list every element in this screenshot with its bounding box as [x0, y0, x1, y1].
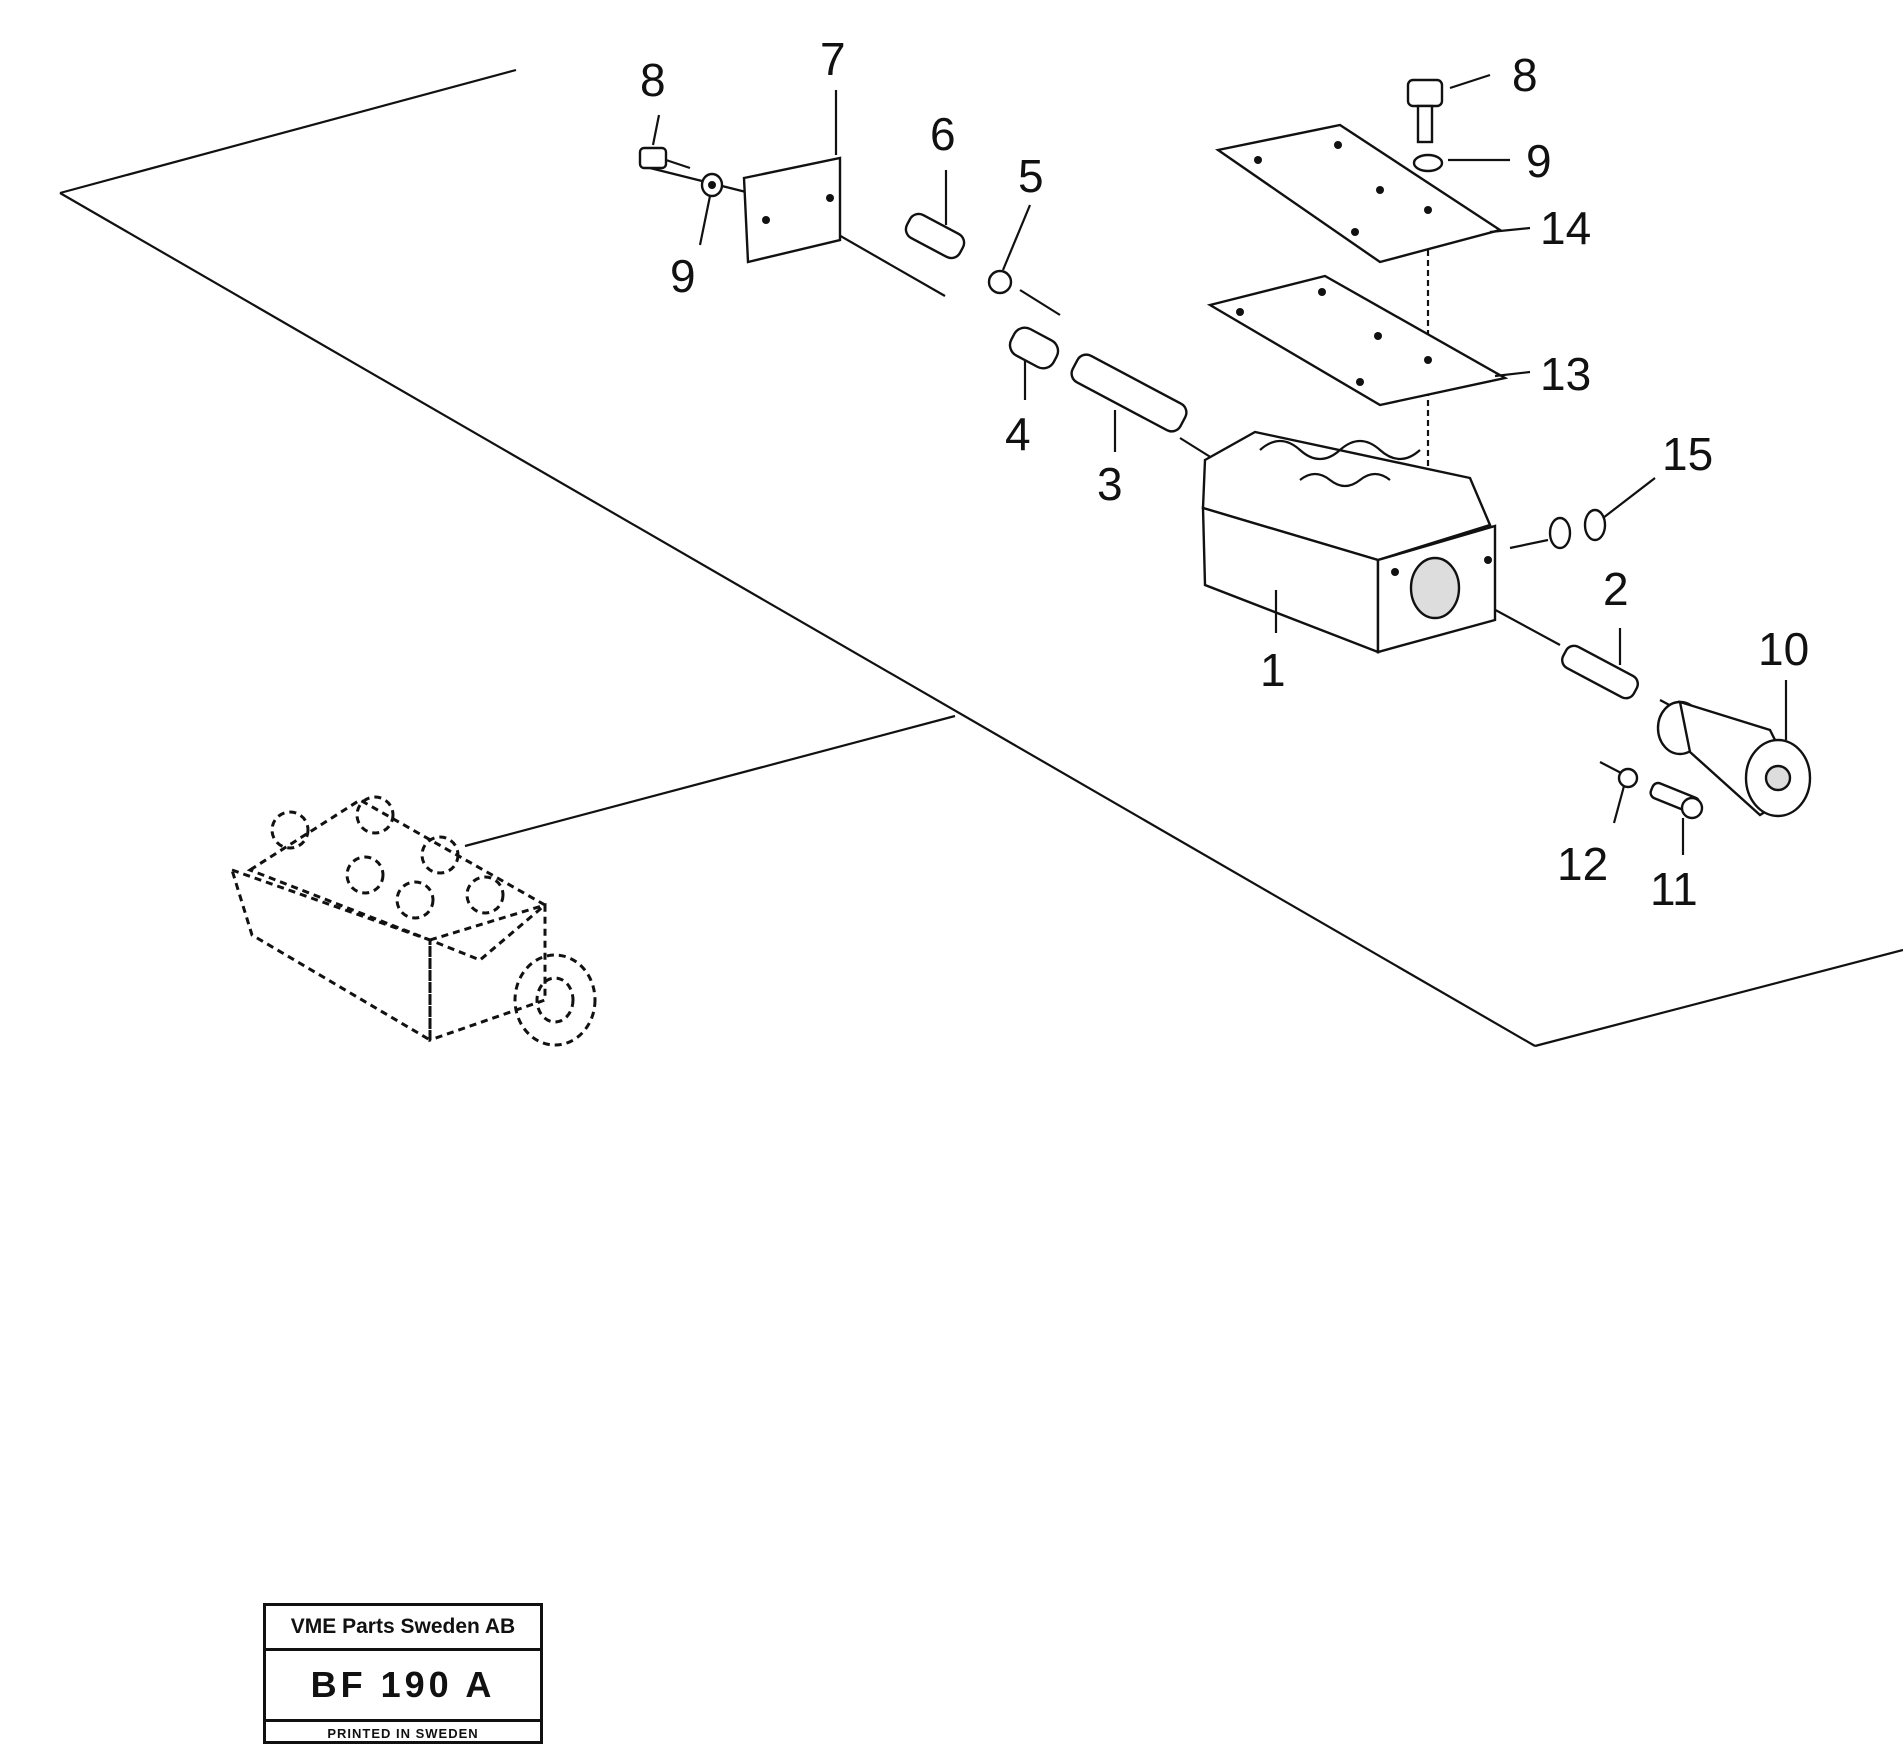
- callout-13: 13: [1540, 348, 1591, 400]
- drawing-code: BF 190 A: [266, 1651, 540, 1722]
- callout-7: 7: [820, 33, 846, 85]
- callout-1: 1: [1260, 644, 1286, 696]
- callout-15: 15: [1662, 428, 1713, 480]
- title-company: VME Parts Sweden AB: [266, 1606, 540, 1651]
- callout-9-right: 9: [1526, 135, 1552, 187]
- callout-3: 3: [1097, 458, 1123, 510]
- callout-14: 14: [1540, 202, 1591, 254]
- reference-valve-dashed: [229, 795, 597, 1047]
- callout-8-left: 8: [640, 54, 666, 106]
- washer-part-12: [1617, 767, 1639, 789]
- bolt-part-8-right: [1406, 78, 1444, 144]
- spool-part-3: [1070, 353, 1188, 433]
- washer-part-9-left: [700, 172, 724, 198]
- callout-10: 10: [1758, 623, 1809, 675]
- plug-part-6: [904, 212, 966, 260]
- callout-5: 5: [1018, 150, 1044, 202]
- callout-6: 6: [930, 108, 956, 160]
- screw-part-11: [1649, 781, 1704, 820]
- callout-labels: 8 7 6 5 9 4 3 8 9 14 13 15 2 1 10 12 11: [640, 33, 1809, 915]
- cap-part-4: [1008, 326, 1060, 370]
- title-block: VME Parts Sweden AB BF 190 A PRINTED IN …: [263, 1603, 543, 1744]
- axis-lines: [649, 166, 1691, 776]
- callout-12: 12: [1557, 838, 1608, 890]
- bolt-part-8-left: [638, 146, 691, 170]
- callout-4: 4: [1005, 408, 1031, 460]
- printed-note: PRINTED IN SWEDEN: [327, 1726, 479, 1741]
- check-valve-part-2: [1561, 644, 1639, 700]
- valve-body-part-1: [1201, 430, 1497, 654]
- callout-8-right: 8: [1512, 49, 1538, 101]
- ball-part-5: [987, 269, 1013, 295]
- callout-2: 2: [1603, 563, 1629, 615]
- gasket-part-13: [1206, 274, 1509, 407]
- callout-11: 11: [1650, 863, 1698, 915]
- callout-9-left: 9: [670, 250, 696, 302]
- cover-plate-part-14: [1215, 123, 1503, 264]
- end-cap-part-10: [1656, 700, 1812, 818]
- plane-outline: [59, 68, 1903, 1048]
- plate-part-7: [742, 156, 842, 264]
- o-rings-part-15: [1548, 508, 1607, 550]
- washer-part-9-right: [1412, 153, 1444, 173]
- leader-lines: [651, 73, 1788, 855]
